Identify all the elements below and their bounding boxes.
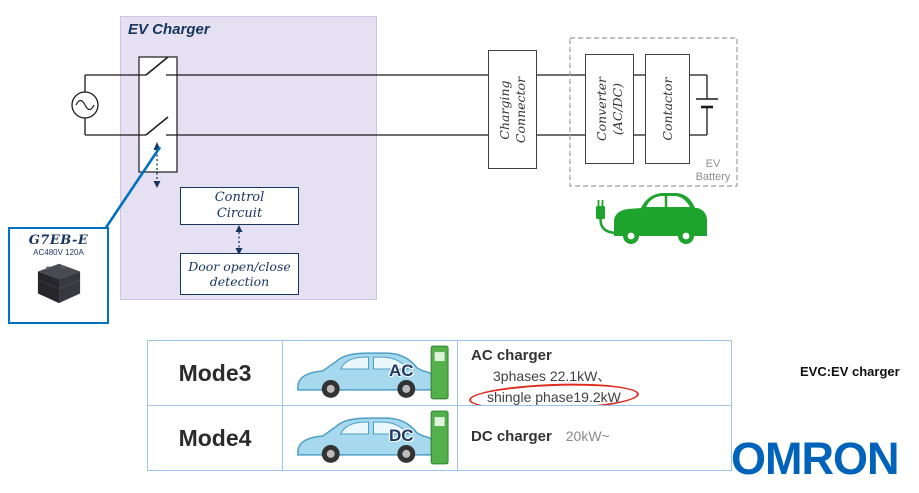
door-detection-box: Door open/close detection — [180, 253, 299, 295]
ac-source-icon — [71, 91, 99, 119]
contactor-box: Contactor — [645, 54, 690, 164]
relay-product-callout: G7EB-E AC480V 120A — [8, 227, 109, 324]
relay-model-label: G7EB-E — [28, 233, 89, 248]
charging-mode-table: Mode3 AC AC charger 3phases 22.1kW、 shin… — [147, 340, 732, 471]
converter-box: Converter (AC/DC) — [585, 54, 634, 164]
charging-connector-label: Charging Connector — [496, 76, 528, 143]
mode3-image-cell: AC — [283, 341, 458, 406]
ac-charger-spec-1: 3phases 22.1kW、 — [493, 368, 612, 384]
ev-battery-label: EV Battery — [695, 158, 731, 183]
control-circuit-box: Control Circuit — [180, 187, 299, 225]
contactor-label: Contactor — [659, 77, 675, 141]
ev-car-icon — [596, 193, 707, 244]
relay-spec-label: AC480V 120A — [33, 248, 84, 257]
ac-description-cell: AC charger 3phases 22.1kW、 shingle phase… — [458, 341, 732, 406]
dc-badge: DC — [389, 426, 414, 445]
evc-note: EVC:EV charger — [800, 364, 900, 379]
mode4-cell: Mode4 — [148, 406, 283, 471]
ev-charger-title: EV Charger — [128, 21, 210, 38]
relay-product-photo — [37, 263, 80, 304]
ac-charger-title: AC charger — [471, 347, 552, 364]
ac-car-image — [297, 345, 449, 400]
mode3-cell: Mode3 — [148, 341, 283, 406]
ac-badge: AC — [389, 361, 414, 380]
omron-logo: OMRON — [731, 433, 899, 484]
dc-car-image — [297, 410, 449, 465]
converter-label: Converter (AC/DC) — [593, 77, 625, 141]
battery-icon — [696, 75, 718, 135]
dc-charger-power: 20kW~ — [565, 428, 610, 444]
ac-charger-spec-2: shingle phase19.2kW — [487, 389, 621, 405]
charging-connector-box: Charging Connector — [488, 50, 537, 169]
dc-description-cell: DC charger 20kW~ — [458, 406, 732, 471]
mode4-image-cell: DC — [283, 406, 458, 471]
dc-charger-title: DC charger — [471, 428, 552, 445]
